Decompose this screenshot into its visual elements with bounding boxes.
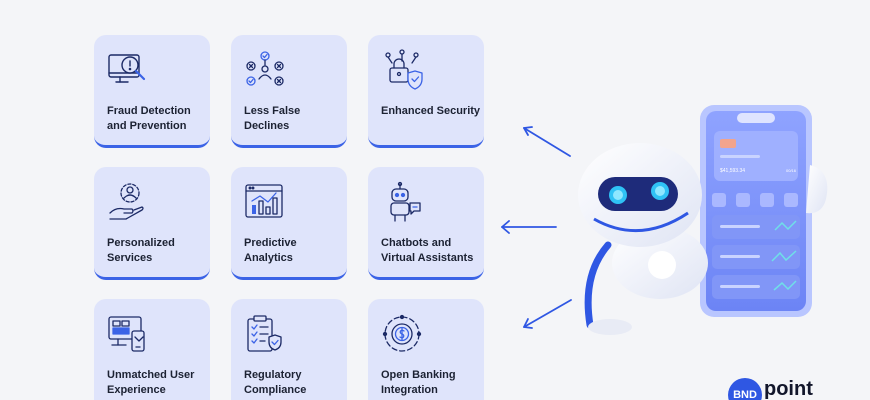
user-gear-icon (109, 183, 144, 220)
decision-network-icon (246, 51, 284, 86)
arrow-left-icon (501, 220, 557, 234)
clipboard-check-icon (247, 315, 282, 352)
card-open-banking: Open Banking Integration (368, 299, 484, 400)
fraud-detection-icon (108, 54, 146, 83)
card-label: Enhanced Security (381, 105, 481, 117)
card-label: Chatbots and Virtual Assistants (381, 237, 474, 264)
card-label: Fraud Detection and Prevention (107, 105, 191, 132)
brand-logo: BND point (728, 378, 813, 400)
robot-head (578, 143, 702, 247)
shield-lock-icon (385, 49, 423, 90)
card-fraud-detection: Fraud Detection and Prevention (94, 35, 210, 148)
robot-chest (648, 251, 676, 279)
card-regulatory-compliance: Regulatory Compliance (231, 299, 347, 400)
card-label: Unmatched User Experience (107, 369, 195, 396)
chatbot-icon (390, 181, 421, 222)
chart-window-icon (245, 184, 283, 218)
card-user-experience: Unmatched User Experience (94, 299, 210, 400)
card-label: Less False Declines (244, 105, 301, 132)
phone: $41,593.34 00/16 (700, 105, 812, 317)
card-label: Regulatory Compliance (244, 369, 307, 396)
devices-icon (108, 316, 145, 352)
card-label: Predictive Analytics (244, 237, 297, 264)
card-enhanced-security: Enhanced Security (368, 35, 484, 148)
logo-badge: BND (728, 378, 762, 400)
card-chatbots: Chatbots and Virtual Assistants (368, 167, 484, 280)
card-personalized-services: Personalized Services (94, 167, 210, 280)
robot-hand (588, 319, 632, 335)
arrow-upper-left-icon (523, 126, 571, 157)
robot-right-hand (806, 165, 828, 214)
phone-small-value: 00/16 (786, 168, 797, 173)
logo-word: point (764, 378, 813, 400)
card-label: Open Banking Integration (381, 369, 456, 396)
card-less-false-declines: Less False Declines (231, 35, 347, 148)
dollar-cycle-icon (382, 314, 422, 352)
robot-phone-illustration: $41,593.34 00/16 (578, 105, 828, 335)
arrow-lower-left-icon (523, 299, 572, 329)
card-predictive-analytics: Predictive Analytics (231, 167, 347, 280)
card-label: Personalized Services (107, 237, 175, 264)
phone-balance: $41,593.34 (720, 168, 745, 174)
robot-arm (584, 241, 612, 329)
